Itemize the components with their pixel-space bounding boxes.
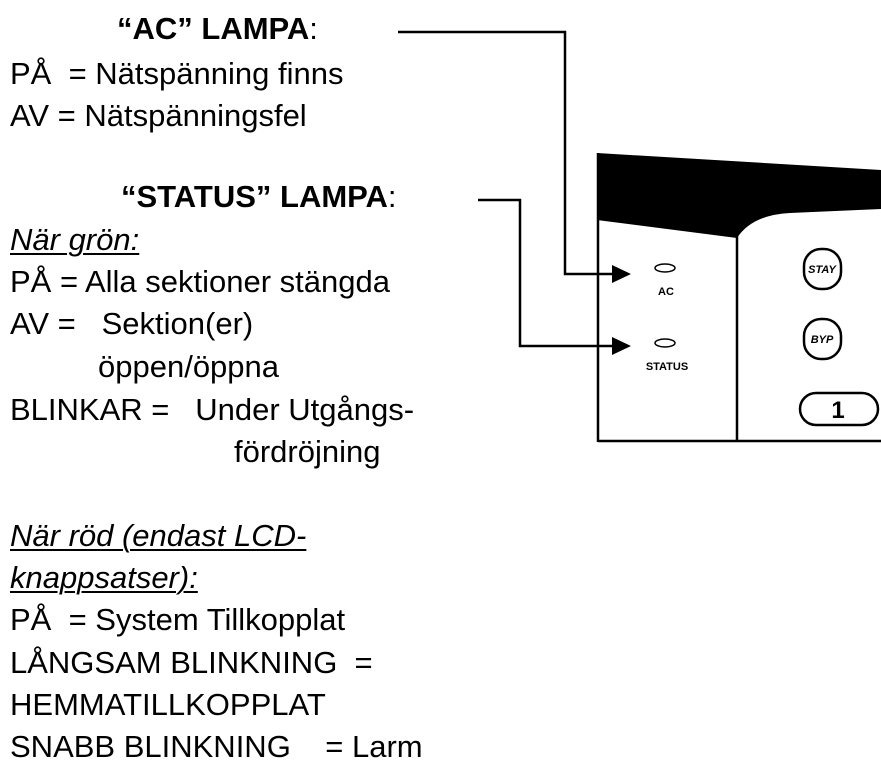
key-1-button[interactable] [798,391,880,427]
ac-off-description: AV = Nätspänningsfel [10,98,307,133]
green-blink-description-cont: fördröjning [234,434,381,469]
ac-led-label: AC [658,286,674,298]
status-leader-line [478,198,612,348]
byp-button-label: BYP [811,334,834,346]
status-arrow-icon [612,337,631,355]
ac-led-icon [654,263,676,273]
red-state-heading-cont: knappsatser): [10,560,198,595]
ac-on-description: PÅ = Nätspänning finns [10,56,344,91]
red-slow-blink-description: LÅNGSAM BLINKNING = [10,645,373,680]
red-state-heading: När röd (endast LCD- [10,518,307,553]
ac-lamp-heading: “AC” LAMPA: [117,11,318,46]
stay-button-label: STAY [808,264,837,276]
ac-arrow-icon [612,265,631,283]
green-off-description: AV = Sektion(er) [10,306,254,341]
ac-leader-line [398,30,612,276]
keypad-body [596,153,881,443]
status-led-label: STATUS [646,361,688,373]
status-lamp-heading: “STATUS” LAMPA: [121,179,397,214]
byp-button[interactable] [802,317,843,361]
keypad-top-bevel [597,153,881,238]
key-1-label: 1 [831,397,844,424]
green-off-description-cont: öppen/öppna [98,349,280,384]
red-fast-blink-description: SNABB BLINKNING = Larm [10,729,423,764]
red-slow-blink-description-cont: HEMMATILLKOPPLAT [10,687,326,722]
green-blink-description: BLINKAR = Under Utgångs- [10,392,415,427]
status-led-icon [654,338,676,348]
red-on-description: PÅ = System Tillkopplat [10,602,346,637]
green-on-description: PÅ = Alla sektioner stängda [10,264,390,299]
green-state-heading: När grön: [10,222,140,257]
stay-button[interactable] [802,247,843,291]
